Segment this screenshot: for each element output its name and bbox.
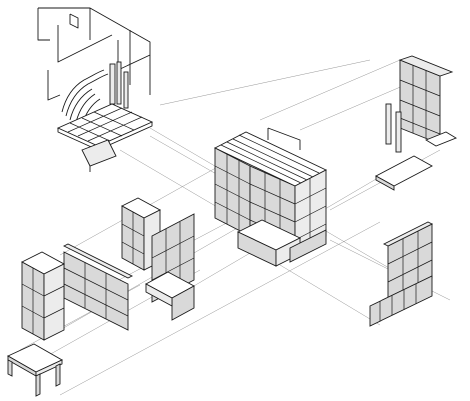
right-frame-and-bench	[375, 55, 458, 191]
left-wall-panel	[62, 243, 134, 331]
staircase-assembly	[37, 7, 154, 172]
left-table	[7, 343, 63, 397]
left-tall-cabinet	[121, 197, 195, 321]
central-module	[213, 127, 328, 267]
left-small-cabinet	[21, 251, 65, 341]
right-wall-and-base	[369, 221, 434, 327]
